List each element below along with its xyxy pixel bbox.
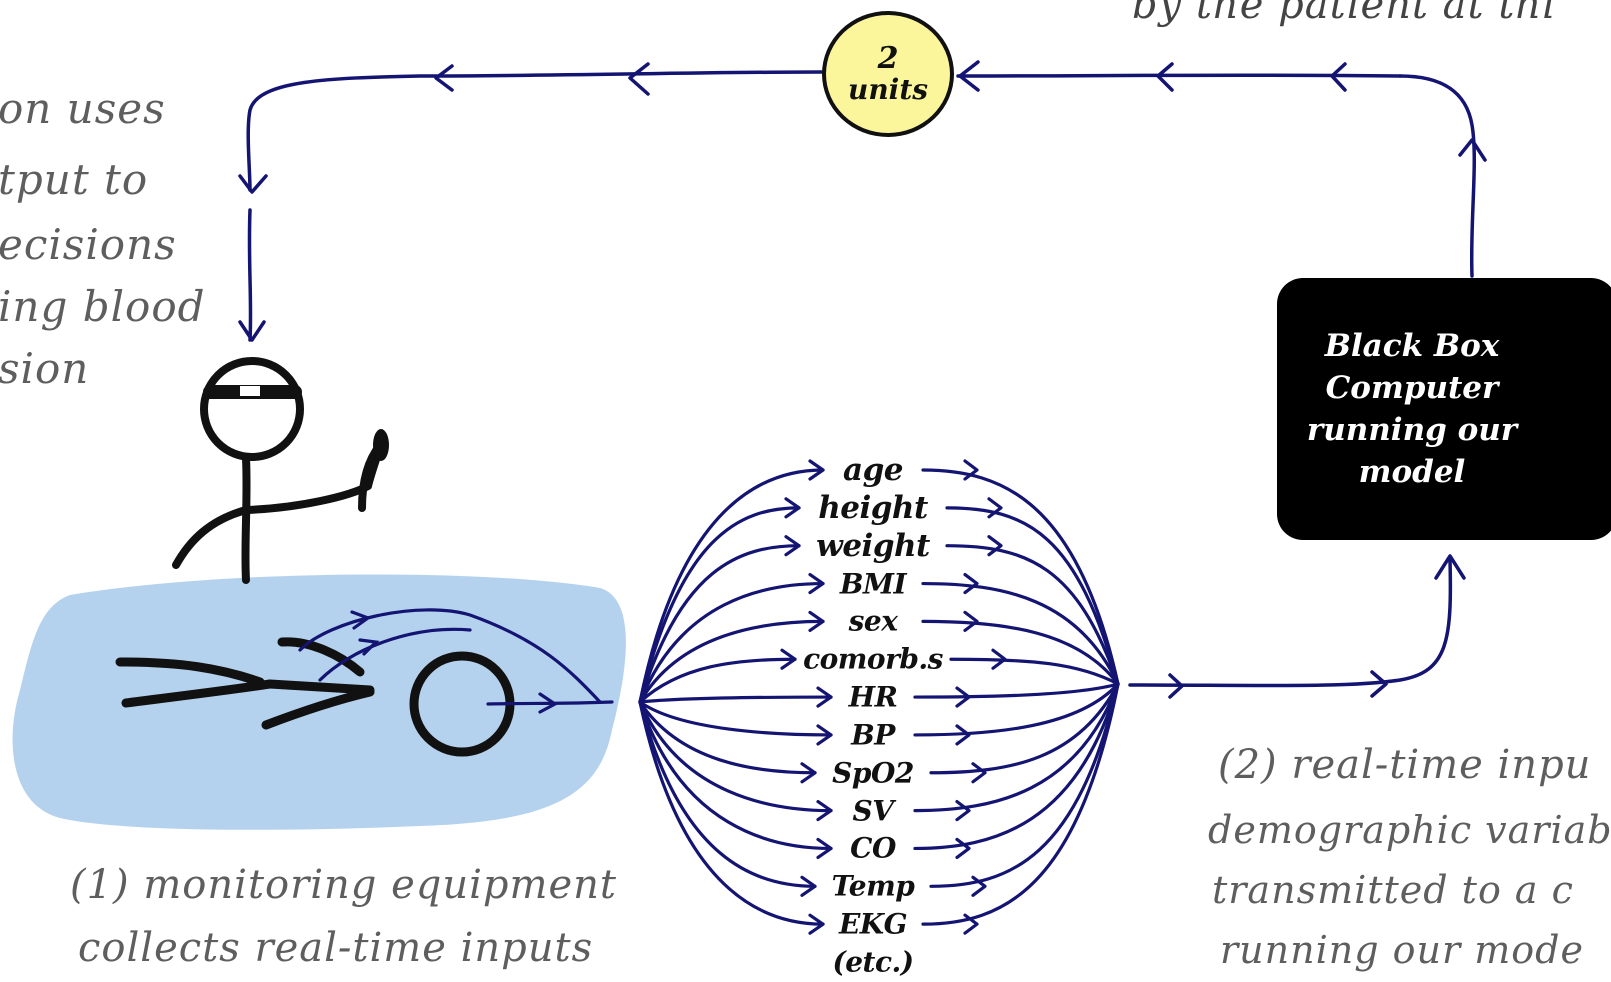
- caption-2-line: (2) real-time inpu: [1218, 742, 1592, 788]
- left-note-line: sion: [0, 344, 90, 393]
- fan-in-arrow: [638, 506, 801, 704]
- fan-in-arrowhead: [784, 535, 801, 557]
- fan-out-arrow: [913, 682, 1120, 813]
- arrow-top-left: [246, 70, 824, 192]
- fan-in-arrow: [638, 700, 833, 737]
- fan-out-arrowhead: [987, 497, 1003, 519]
- fan-out-arrowhead: [987, 535, 1003, 557]
- variable-label: EKG: [838, 907, 908, 941]
- left-note-line: on uses: [0, 84, 166, 133]
- fan-out-arrow: [921, 468, 1120, 686]
- caption-2-line: demographic variab: [1208, 808, 1611, 852]
- fan-in-arrowhead: [808, 459, 825, 481]
- fan-in-arrow: [638, 657, 797, 704]
- fan-in-arrowhead: [808, 572, 825, 595]
- fan-in-arrow: [638, 700, 817, 888]
- fan-out-arrowhead: [955, 724, 971, 746]
- variable-label: HR: [848, 680, 898, 714]
- variable-label: SpO2: [832, 756, 914, 790]
- left-note-line: tput to: [0, 155, 149, 204]
- clinician-figure: [172, 357, 389, 584]
- fan-in-arrowhead: [808, 610, 825, 632]
- sensor-lines: [298, 608, 614, 714]
- fan-out-arrow: [921, 581, 1120, 686]
- fan-out-arrowhead: [963, 459, 979, 481]
- variable-label: BMI: [839, 567, 907, 601]
- fan-out-arrowhead: [955, 837, 971, 860]
- fan-in-arrowhead: [816, 800, 833, 822]
- fan-out-arrow: [921, 682, 1120, 926]
- variable-label: height: [818, 489, 928, 526]
- fan-out-arrowhead: [955, 800, 971, 822]
- fan-out-arrowhead: [963, 572, 979, 595]
- fan-out-arrow: [929, 682, 1120, 888]
- caption-2-line: transmitted to a c: [1212, 868, 1574, 912]
- fan-out-arrow: [929, 682, 1120, 775]
- fan-in-arrow: [638, 700, 833, 851]
- variable-label: CO: [850, 831, 896, 865]
- variable-label: age: [843, 452, 904, 488]
- arrow-top-right: [956, 73, 1402, 78]
- fan-out-arrowhead: [963, 610, 979, 632]
- fan-out-arrow: [945, 544, 1120, 686]
- fan-out-arrow: [945, 506, 1120, 686]
- fan-out-arrow: [921, 619, 1120, 686]
- top-right-note: by the patient at thi: [1132, 0, 1556, 28]
- fan-out-arrowhead: [971, 762, 987, 784]
- feedback-loop-arrows: [238, 60, 1487, 699]
- caption-1-line: (1) monitoring equipment: [70, 862, 617, 908]
- fan-in-arrow: [638, 695, 833, 704]
- variable-label: comorb.s: [803, 642, 943, 676]
- arrow-to-black-box: [1128, 558, 1453, 688]
- fan-in-arrowhead: [800, 875, 817, 897]
- fan-out-arrowhead: [991, 648, 1007, 670]
- fan-in-arrowhead: [816, 837, 833, 860]
- caption-2-line: running our mode: [1220, 928, 1584, 972]
- variable-label: Temp: [831, 869, 915, 903]
- fan-out-arrow: [913, 682, 1120, 737]
- fan-in-arrowhead: [816, 724, 833, 746]
- variable-label: SV: [852, 794, 894, 828]
- fan-in-arrow: [638, 700, 817, 775]
- fan-in-arrow: [638, 700, 833, 813]
- fan-out-arrow: [949, 657, 1120, 686]
- dose-unit: units: [847, 73, 929, 106]
- fan-in-arrow: [638, 619, 825, 704]
- dose-number: 2: [877, 41, 899, 76]
- arrow-box-to-top: [1398, 74, 1477, 278]
- left-note-line: ing blood: [0, 282, 206, 331]
- fan-in-arrowhead: [780, 648, 797, 670]
- fan-in-arrow: [638, 581, 825, 704]
- fan-out-arrowhead: [955, 686, 971, 708]
- variable-label: (etc.): [832, 945, 914, 979]
- left-note-line: ecisions: [0, 220, 177, 269]
- fan-out-arrowhead: [963, 913, 979, 935]
- variable-label: weight: [816, 527, 930, 564]
- arrow-down-to-clinician: [247, 208, 253, 342]
- variable-label: sex: [848, 604, 898, 638]
- fan-in-arrowhead: [816, 686, 833, 708]
- fan-in-arrowhead: [808, 913, 825, 935]
- fan-in-arrow: [638, 700, 825, 926]
- fan-in-arrowhead: [800, 762, 817, 784]
- fan-out-arrow: [913, 682, 1120, 699]
- fan-out-arrow: [913, 682, 1120, 851]
- variable-label: BP: [851, 718, 895, 752]
- fan-in-arrow: [638, 468, 825, 704]
- black-box-computer: Black Box Computer running our model: [1277, 278, 1611, 540]
- black-box-label: Black Box Computer running our model: [1306, 328, 1518, 490]
- variable-fan-arrows: [638, 459, 1120, 935]
- dose-badge: 2 units: [822, 11, 954, 137]
- caption-1-line: collects real-time inputs: [78, 925, 594, 971]
- fan-in-arrowhead: [784, 497, 801, 519]
- fan-out-arrowhead: [971, 875, 987, 897]
- fan-in-arrow: [638, 544, 801, 704]
